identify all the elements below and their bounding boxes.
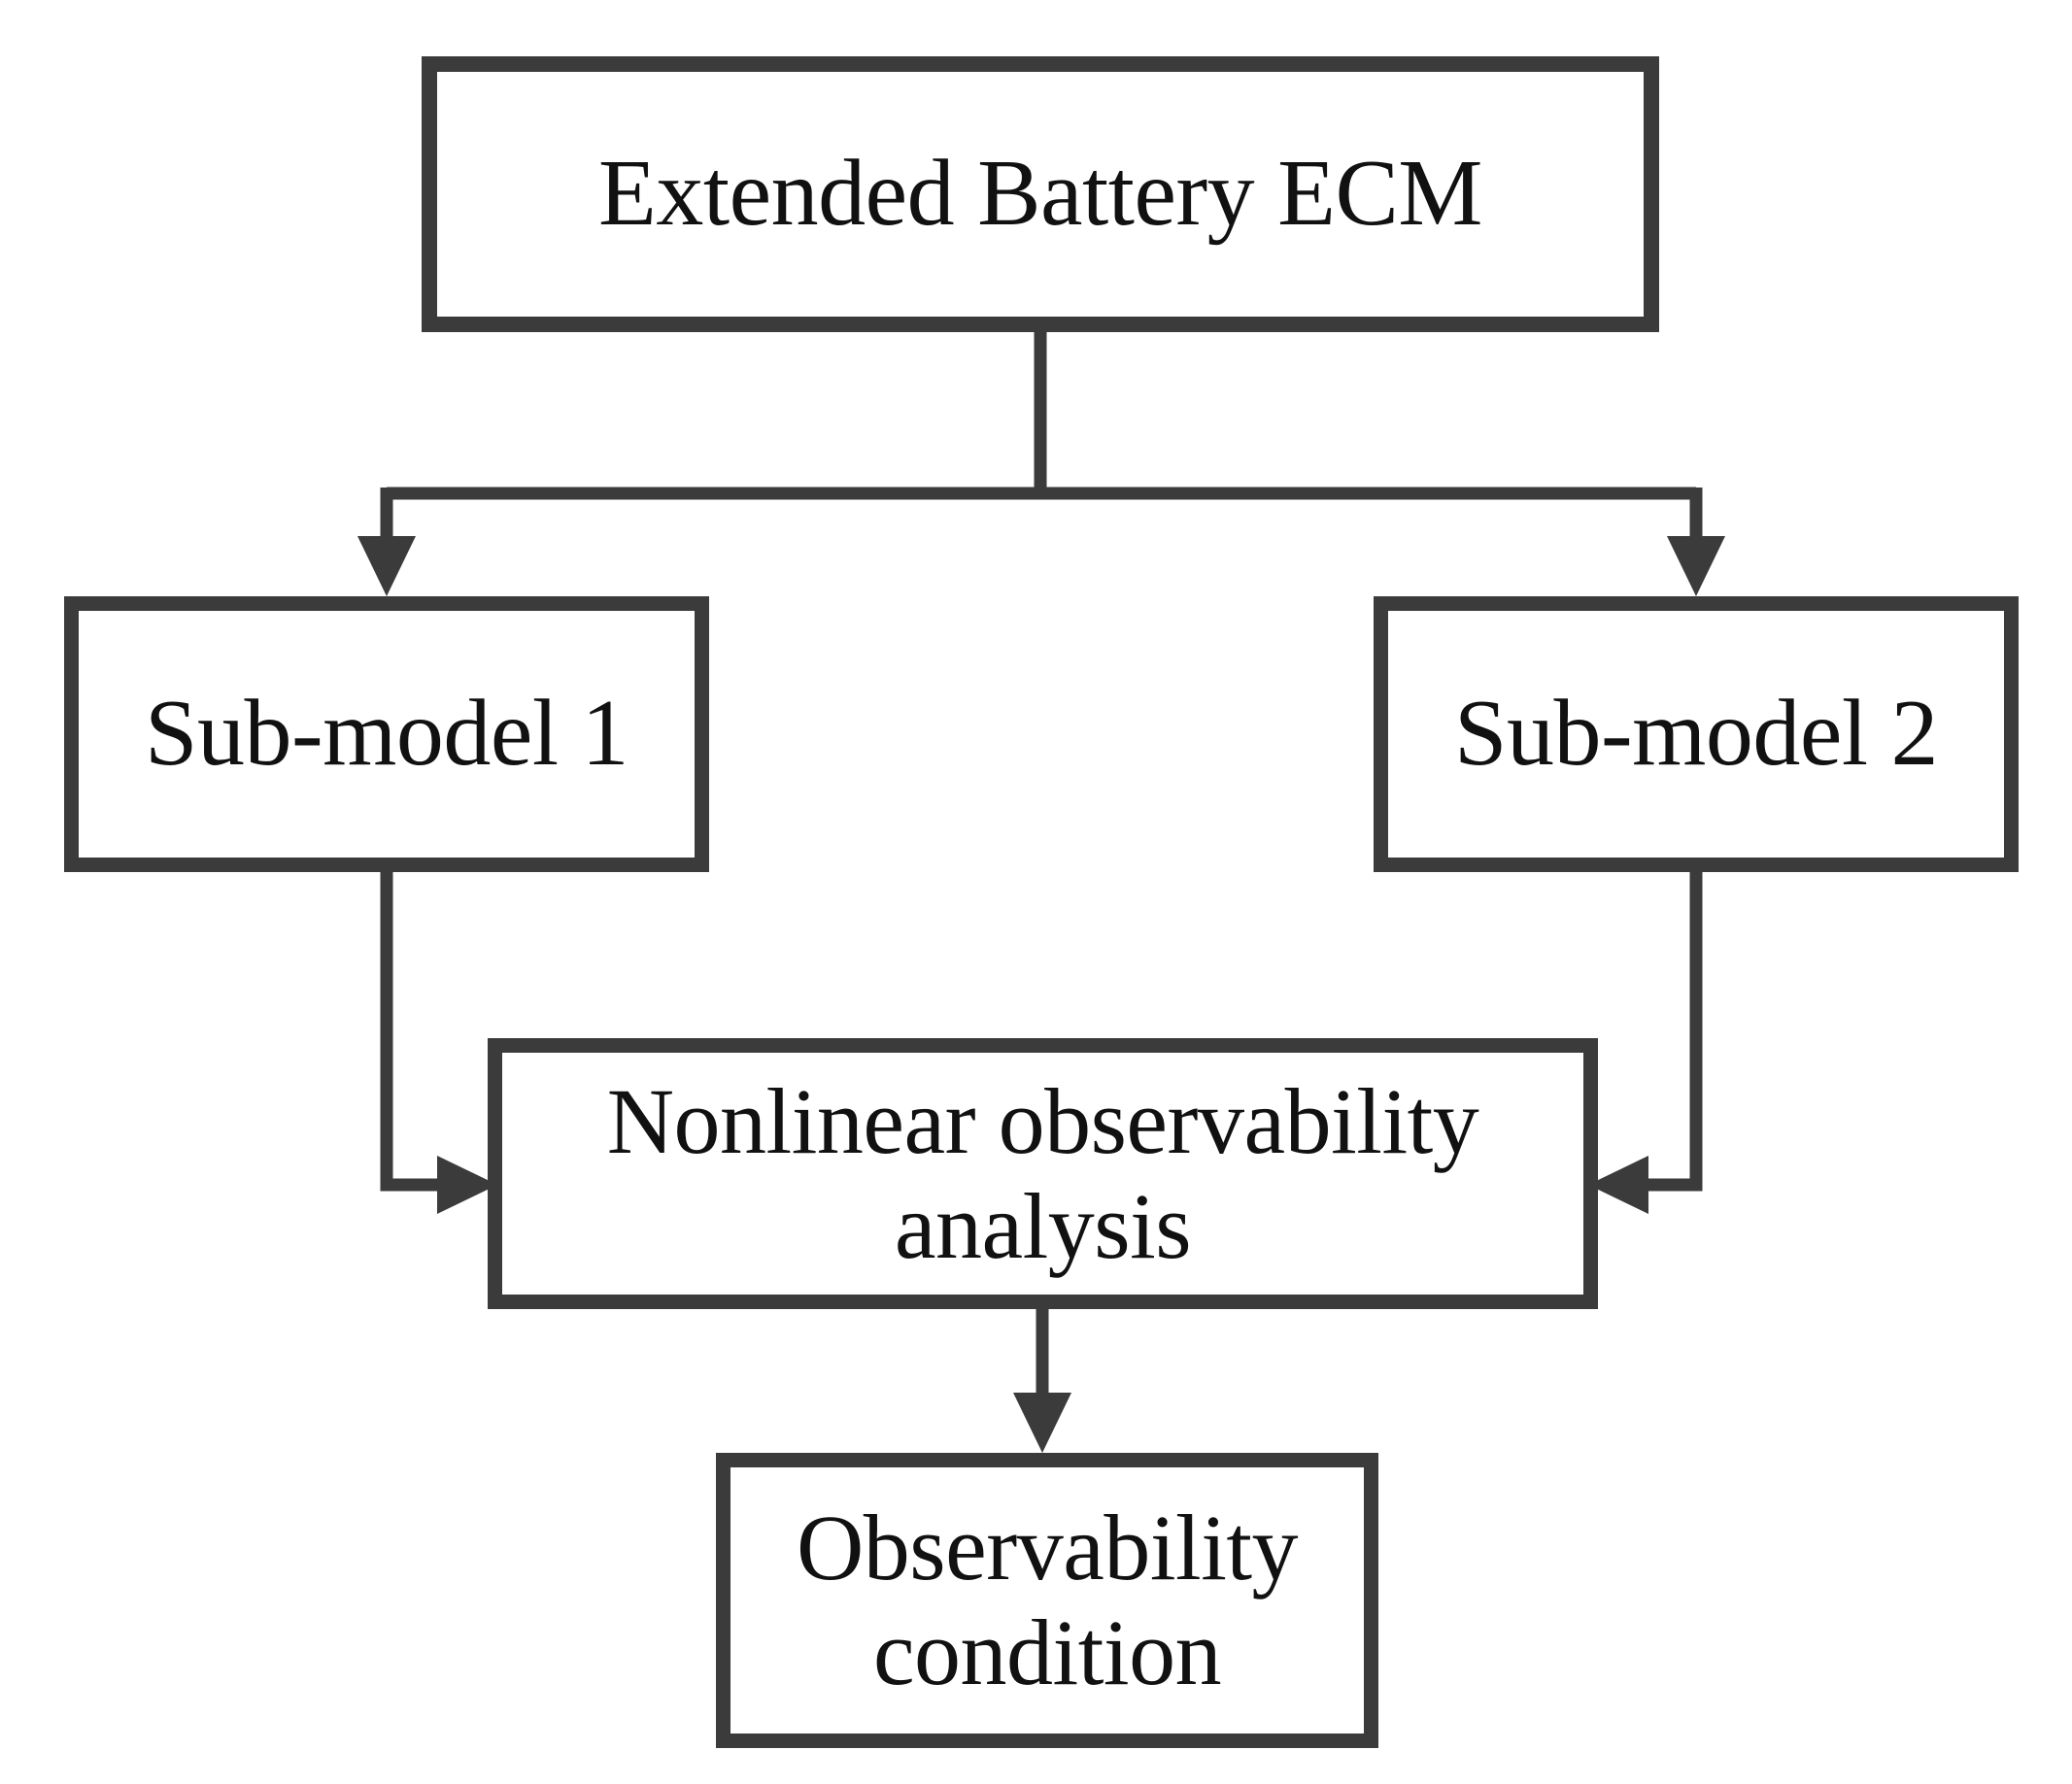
node-observability-condition[interactable]: Observability condition (716, 1453, 1378, 1748)
edge-root-sub1 (357, 488, 416, 596)
node-label-root: Extended Battery ECM (598, 141, 1482, 247)
node-label-condition: Observability condition (796, 1496, 1299, 1704)
node-sub-model-1[interactable]: Sub-model 1 (64, 596, 709, 872)
node-nonlinear-observability-analysis[interactable]: Nonlinear observability analysis (488, 1038, 1598, 1309)
node-label-analysis: Nonlinear observability analysis (606, 1068, 1479, 1278)
node-extended-battery-ecm[interactable]: Extended Battery ECM (422, 56, 1659, 332)
edge-root-to-bus (387, 332, 1696, 500)
edge-root-sub2 (1667, 488, 1725, 596)
edge-sub1-analysis (380, 872, 497, 1214)
edge-sub2-analysis (1588, 872, 1703, 1214)
node-sub-model-2[interactable]: Sub-model 2 (1374, 596, 2019, 872)
node-label-sub1: Sub-model 1 (144, 681, 629, 787)
edge-analysis-condition (1013, 1309, 1071, 1453)
node-label-sub2: Sub-model 2 (1453, 681, 1939, 787)
